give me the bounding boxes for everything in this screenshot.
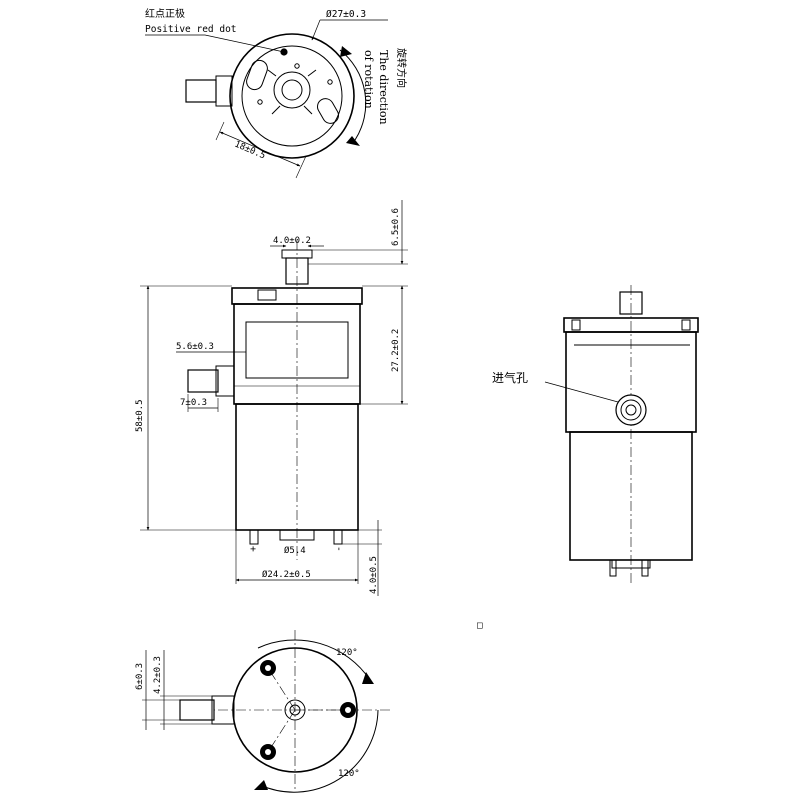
top-view-nozzle xyxy=(185,79,217,103)
angle-bottom-label: 120° xyxy=(338,769,360,779)
top-height-label: 6.5±0.6 xyxy=(391,208,401,246)
rotation-label-en-2: of rotation xyxy=(362,50,375,109)
top-view-pin-2 xyxy=(257,99,263,105)
bottom-view: 120° 120° 6±0.3 4.2±0.3 xyxy=(135,630,390,793)
bottom-nozzle-collar xyxy=(211,695,235,725)
rotation-label-en-1: The direction xyxy=(377,50,390,125)
body-dia-label: Ø24.2±0.5 xyxy=(262,569,311,580)
pitch-dimension-line xyxy=(219,131,301,167)
top-view-pin-1 xyxy=(294,63,300,69)
terminal-plus-label: + xyxy=(247,546,258,552)
shaft-dia-label: Ø5.4 xyxy=(284,545,306,556)
red-dot-leader xyxy=(145,34,285,53)
bottom-radial-2 xyxy=(267,709,296,753)
pitch-label: 18±0.5 xyxy=(233,140,267,162)
bottom-radial-1 xyxy=(267,667,296,711)
top-diameter-label: Ø27±0.3 xyxy=(326,9,366,20)
bottom-screw-1-center xyxy=(265,665,271,671)
front-inlet-mid xyxy=(620,399,642,421)
top-view-hub-ribs xyxy=(267,69,317,115)
angle-arc-top-arrow xyxy=(362,672,374,684)
bottom-nozzle xyxy=(179,699,215,721)
head-height-label: 27.2±0.2 xyxy=(391,329,401,372)
red-dot-label-cn: 红点正极 xyxy=(145,7,185,20)
front-inlet-inner xyxy=(625,404,637,416)
front-cap-tab-r xyxy=(681,319,691,331)
front-terminal-r xyxy=(641,559,649,577)
side-head-cap-tab xyxy=(257,289,277,301)
bottom-dim-inner-label: 4.2±0.3 xyxy=(153,656,163,694)
front-view: 进气孔 xyxy=(492,285,699,585)
top-view-nozzle-collar xyxy=(215,75,233,107)
terminal-minus xyxy=(333,529,343,545)
angle-arc-top xyxy=(257,639,371,681)
red-dot-label-en: Positive red dot xyxy=(145,24,237,35)
angle-top-label: 120° xyxy=(336,648,358,658)
side-nozzle-len-label: 7±0.3 xyxy=(180,398,207,408)
top-view-slot-left xyxy=(246,59,268,91)
top-view-pin-3 xyxy=(327,79,333,85)
angle-arc-bottom xyxy=(259,709,379,793)
bottom-dim-outer-label: 6±0.3 xyxy=(135,663,145,690)
rotation-label-cn: 旋转方向 xyxy=(395,48,408,88)
top-view-center-port xyxy=(281,79,303,101)
side-nozzle xyxy=(187,369,219,393)
terminal-minus-label: - xyxy=(333,546,344,552)
bottom-screw-3-center xyxy=(345,707,351,713)
rotation-arc xyxy=(339,49,367,141)
pitch-ext-1 xyxy=(215,121,225,141)
front-terminal-l xyxy=(609,559,617,577)
pitch-ext-2 xyxy=(295,155,307,179)
side-view: 58±0.5 4.0±0.2 6.5±0.6 27.2±0.2 5.6±0.3 … xyxy=(135,200,408,596)
front-cap-tab-l xyxy=(571,319,581,331)
inlet-label: 进气孔 xyxy=(492,370,528,385)
front-inlet-outer xyxy=(615,394,647,426)
top-view-outer-circle xyxy=(229,33,355,159)
total-height-label: 58±0.5 xyxy=(135,399,145,432)
square-glyph: □ xyxy=(477,620,483,631)
inlet-leader xyxy=(544,381,619,403)
rotation-arrow-head xyxy=(346,136,360,146)
top-view-slot-right xyxy=(317,98,339,124)
bottom-screw-2-center xyxy=(265,749,271,755)
top-nozzle-label: 4.0±0.2 xyxy=(273,236,311,246)
terminal-len-label: 4.0±0.5 xyxy=(369,556,379,594)
side-nozzle-dia-label: 5.6±0.3 xyxy=(176,342,214,352)
side-nozzle-collar xyxy=(215,365,235,397)
terminal-plus xyxy=(249,529,259,545)
angle-arc-bottom-arrow xyxy=(254,780,268,790)
diameter-leader xyxy=(311,19,321,41)
top-view: 红点正极 Positive red dot Ø27±0.3 18±0.5 旋转方… xyxy=(145,7,408,179)
top-view-hub xyxy=(273,71,311,109)
rotation-arrow-tail xyxy=(340,46,352,57)
